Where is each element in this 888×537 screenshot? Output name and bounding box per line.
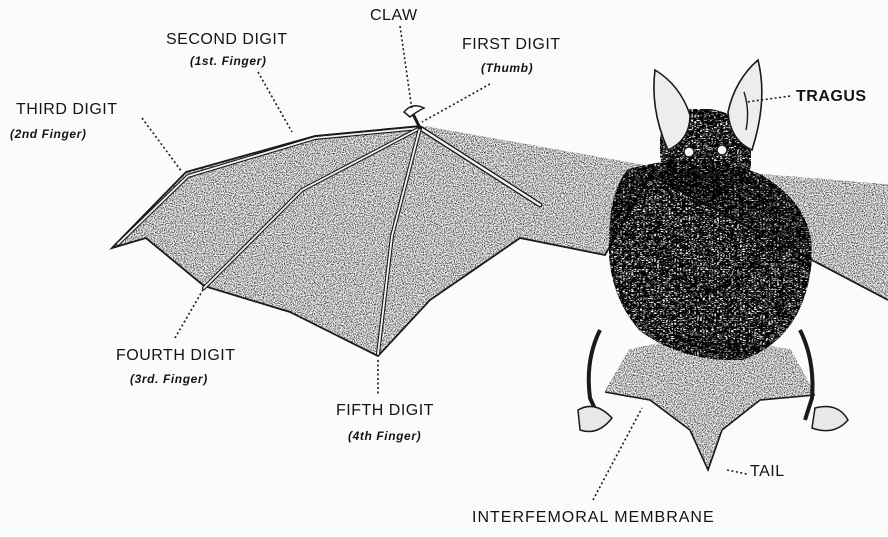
label-second-digit-sub: (1st. Finger) bbox=[190, 55, 266, 67]
label-tail: TAIL bbox=[750, 464, 785, 480]
label-tragus: TRAGUS bbox=[796, 89, 867, 105]
label-second-digit: SECOND DIGIT bbox=[166, 32, 288, 48]
label-first-digit-sub: (Thumb) bbox=[481, 62, 533, 74]
label-fourth-digit-sub: (3rd. Finger) bbox=[130, 373, 208, 385]
label-third-digit-sub: (2nd Finger) bbox=[10, 128, 87, 140]
bat-head bbox=[654, 60, 762, 197]
label-third-digit: THIRD DIGIT bbox=[16, 102, 118, 118]
label-fourth-digit: FOURTH DIGIT bbox=[116, 348, 235, 364]
label-claw: CLAW bbox=[370, 8, 418, 24]
label-fifth-digit: FIFTH DIGIT bbox=[336, 403, 434, 419]
label-interfemoral-membrane: INTERFEMORAL MEMBRANE bbox=[472, 510, 715, 526]
label-fifth-digit-sub: (4th Finger) bbox=[348, 430, 421, 442]
label-first-digit: FIRST DIGIT bbox=[462, 37, 561, 53]
